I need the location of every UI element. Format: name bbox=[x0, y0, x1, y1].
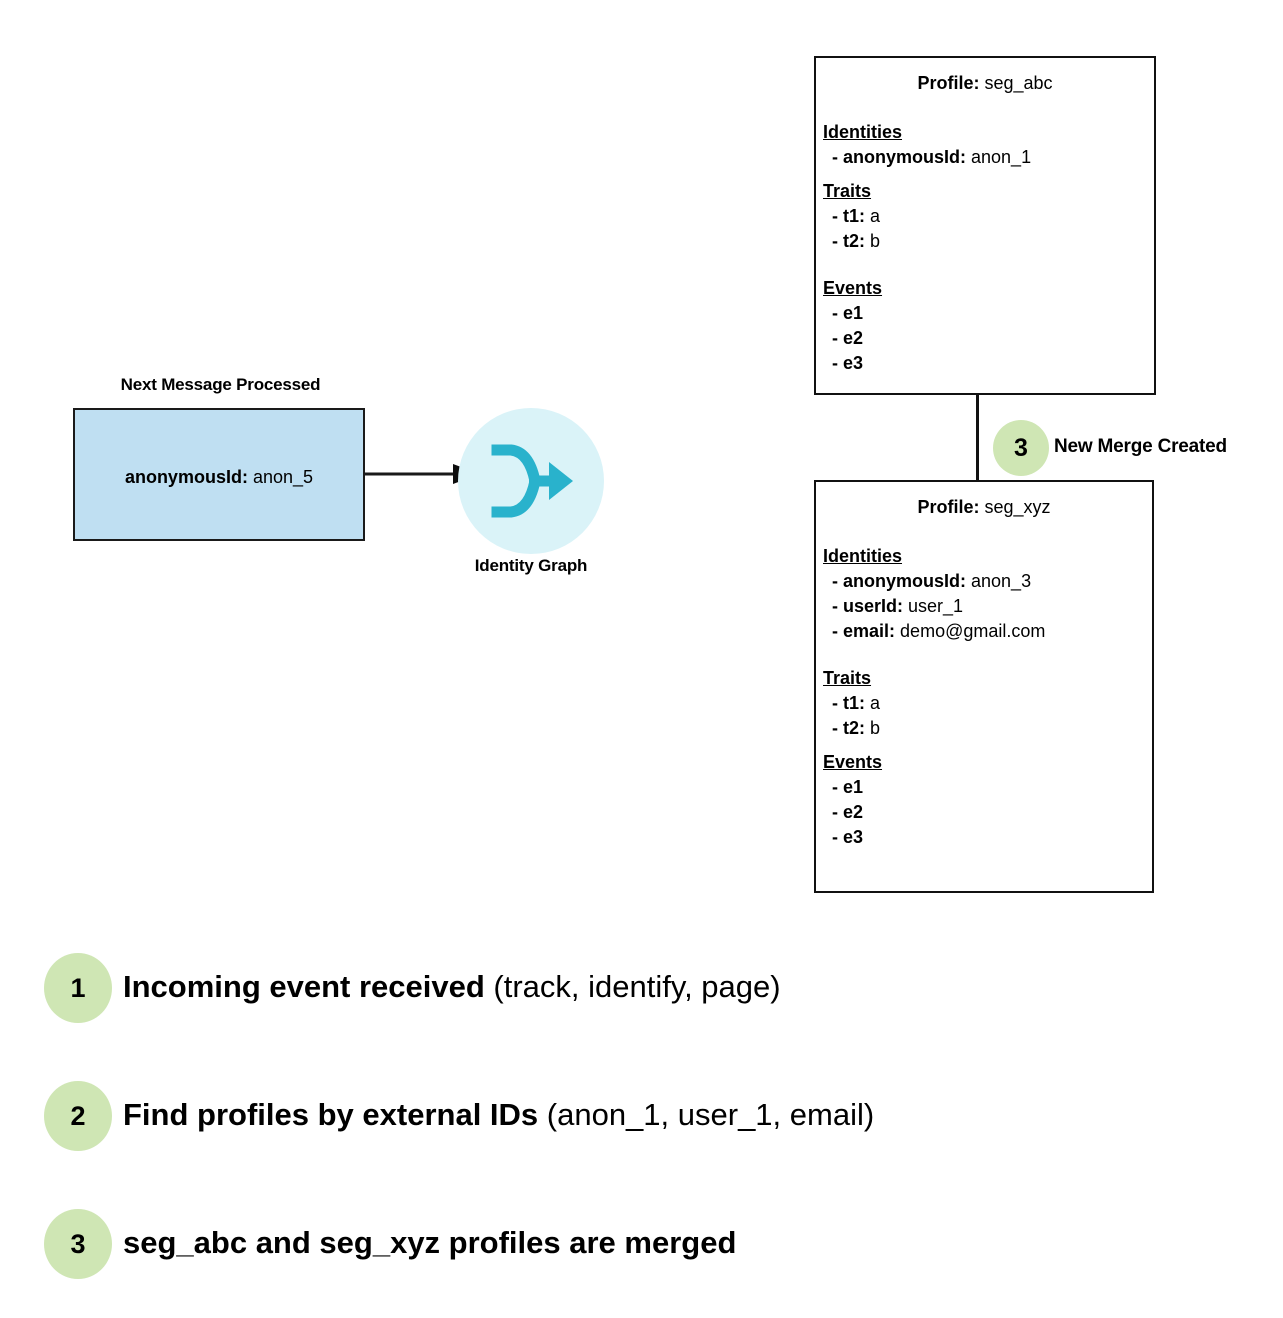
trait-item: - t2: b bbox=[832, 231, 881, 251]
identity-item: - email: demo@gmail.com bbox=[832, 621, 1046, 641]
profile-title-key: Profile: bbox=[917, 73, 980, 93]
section-heading-identities: Identities bbox=[823, 546, 903, 566]
profile-card-seg-xyz: Profile: seg_xyz Identities - anonymousI… bbox=[814, 480, 1154, 893]
spacer bbox=[823, 170, 1154, 179]
identity-item: - anonymousId: anon_1 bbox=[832, 147, 1032, 167]
event-item: - e2 bbox=[832, 802, 864, 822]
profile-title: Profile: seg_abc bbox=[816, 73, 1154, 94]
merge-arrow-icon bbox=[491, 444, 573, 518]
section-heading-events: Events bbox=[823, 752, 883, 772]
steps-legend: 1 Incoming event received (track, identi… bbox=[44, 953, 1194, 1318]
legend-badge-3: 3 bbox=[44, 1209, 112, 1279]
merge-step-label: New Merge Created bbox=[1054, 436, 1227, 457]
trait-item: - t1: a bbox=[832, 206, 881, 226]
legend-text-3: seg_abc and seg_xyz profiles are merged bbox=[123, 1225, 737, 1260]
identity-graph-label: Identity Graph bbox=[474, 556, 588, 575]
section-heading-traits: Traits bbox=[823, 181, 872, 201]
profile-card-seg-abc: Profile: seg_abc Identities - anonymousI… bbox=[814, 56, 1156, 395]
identity-item: - anonymousId: anon_3 bbox=[832, 571, 1032, 591]
next-message-identity-key: anonymousId: bbox=[124, 467, 248, 487]
spacer bbox=[823, 741, 1152, 750]
spacer bbox=[823, 254, 1154, 276]
section-items-events: - e1 - e2 - e3 bbox=[823, 775, 1152, 850]
identity-item: - userId: user_1 bbox=[832, 596, 964, 616]
next-message-identity: anonymousId: anon_5 bbox=[75, 467, 363, 488]
section-items-events: - e1 - e2 - e3 bbox=[823, 301, 1154, 376]
next-message-box: anonymousId: anon_5 bbox=[73, 408, 365, 541]
next-message-identity-value: anon_5 bbox=[252, 467, 314, 487]
event-item: - e3 bbox=[832, 353, 864, 373]
legend-item: 1 Incoming event received (track, identi… bbox=[44, 953, 1194, 1081]
section-items-identities: - anonymousId: anon_1 bbox=[823, 145, 1154, 170]
event-item: - e2 bbox=[832, 328, 864, 348]
section-items-traits: - t1: a - t2: b bbox=[823, 204, 1154, 254]
profile-title-key: Profile: bbox=[917, 497, 980, 517]
section-heading-events: Events bbox=[823, 278, 883, 298]
trait-item: - t1: a bbox=[832, 693, 881, 713]
profile-title: Profile: seg_xyz bbox=[816, 497, 1152, 518]
trait-item: - t2: b bbox=[832, 718, 881, 738]
profile-title-value: seg_xyz bbox=[984, 497, 1051, 517]
profile-body: Identities - anonymousId: anon_1 Traits … bbox=[816, 120, 1154, 376]
event-item: - e1 bbox=[832, 303, 864, 323]
profile-title-value: seg_abc bbox=[984, 73, 1053, 93]
section-heading-traits: Traits bbox=[823, 668, 872, 688]
section-items-identities: - anonymousId: anon_3 - userId: user_1 -… bbox=[823, 569, 1152, 644]
legend-text-1: Incoming event received (track, identify… bbox=[123, 969, 781, 1004]
section-heading-identities: Identities bbox=[823, 122, 903, 142]
profile-body: Identities - anonymousId: anon_3 - userI… bbox=[816, 544, 1152, 850]
section-items-traits: - t1: a - t2: b bbox=[823, 691, 1152, 741]
event-item: - e1 bbox=[832, 777, 864, 797]
merge-step-badge: 3 bbox=[993, 420, 1049, 476]
next-message-caption: Next Message Processed bbox=[120, 375, 321, 394]
legend-text-2: Find profiles by external IDs (anon_1, u… bbox=[123, 1097, 875, 1132]
spacer bbox=[823, 644, 1152, 666]
event-item: - e3 bbox=[832, 827, 864, 847]
legend-item: 3 seg_abc and seg_xyz profiles are merge… bbox=[44, 1209, 1194, 1318]
legend-badge-1: 1 bbox=[44, 953, 112, 1023]
legend-item: 2 Find profiles by external IDs (anon_1,… bbox=[44, 1081, 1194, 1209]
merge-connector-line bbox=[976, 394, 979, 482]
legend-badge-2: 2 bbox=[44, 1081, 112, 1151]
